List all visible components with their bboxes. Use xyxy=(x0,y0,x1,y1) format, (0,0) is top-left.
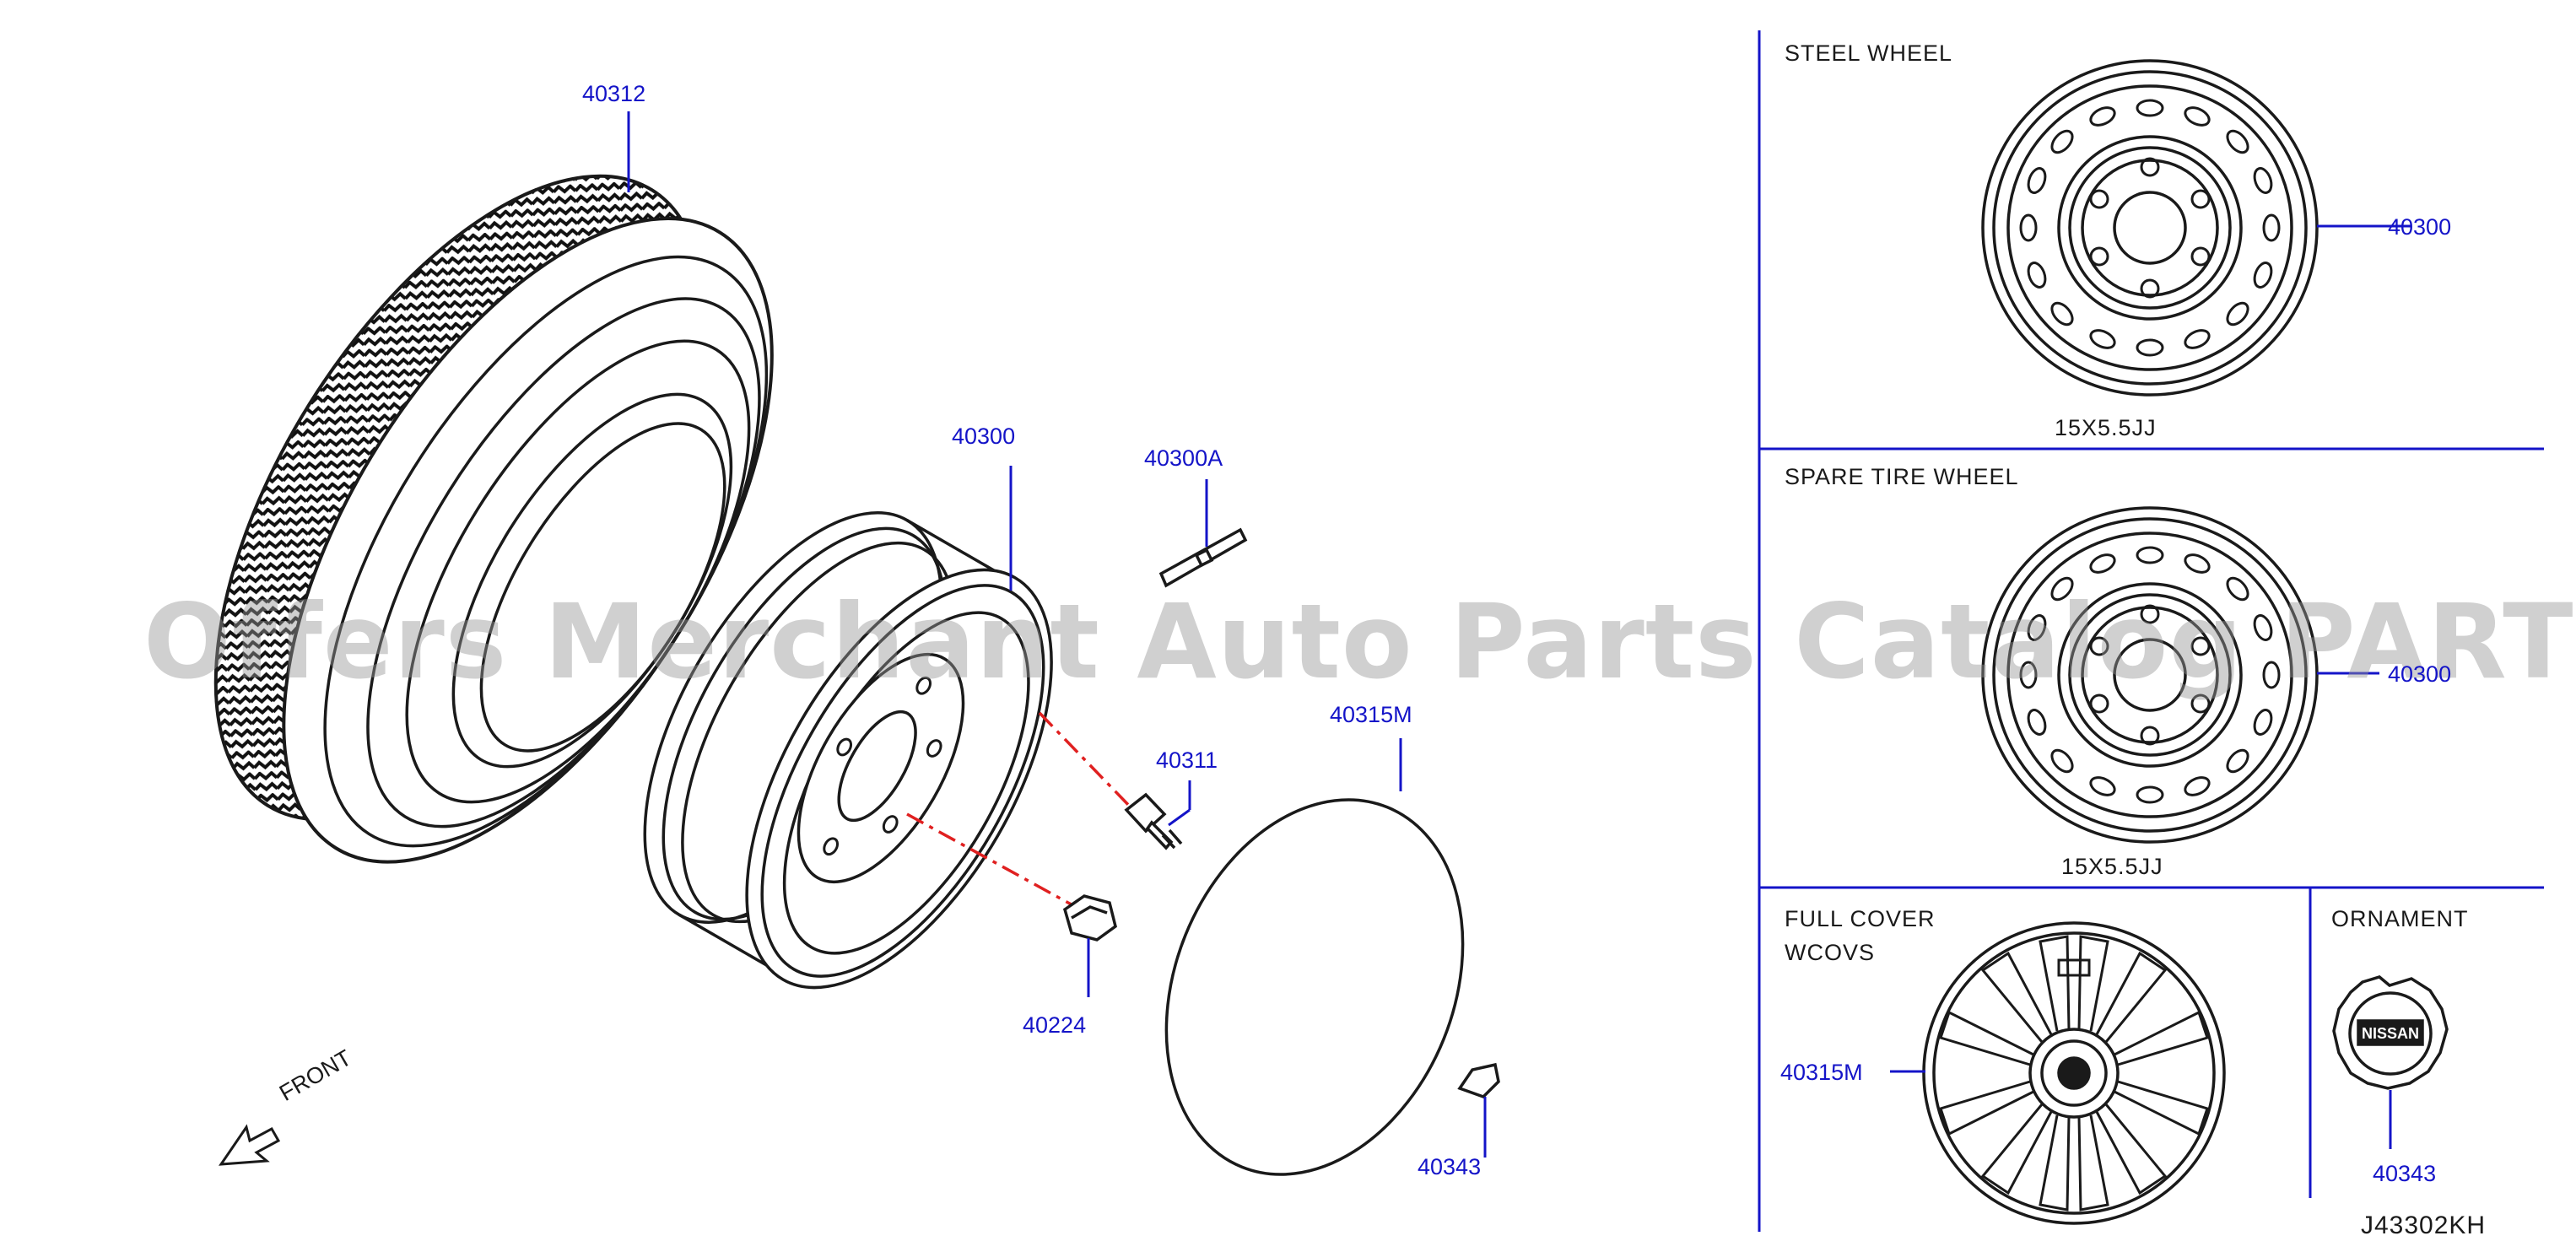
balance-weight-drawing[interactable] xyxy=(1158,527,1248,588)
spare-wheel-title: SPARE TIRE WHEEL xyxy=(1785,464,2019,489)
arrow-front-icon xyxy=(219,1124,281,1166)
callout-40300-wheel[interactable]: 40300 xyxy=(952,424,1016,449)
callout-40300a[interactable]: 40300A xyxy=(1144,445,1223,471)
wheel-bolt-holes xyxy=(823,676,942,856)
full-cover-callout[interactable]: 40315M xyxy=(1780,1060,1863,1085)
callout-40224[interactable]: 40224 xyxy=(1023,1012,1087,1038)
steel-wheel-title: STEEL WHEEL xyxy=(1785,40,1953,66)
full-cover-title: FULL COVER xyxy=(1785,906,1936,931)
ornament-drawing[interactable] xyxy=(1457,1062,1500,1099)
callout-40315m[interactable]: 40315M xyxy=(1330,702,1412,727)
svg-text:NISSAN: NISSAN xyxy=(2362,1025,2419,1042)
callout-40343[interactable]: 40343 xyxy=(1418,1154,1482,1179)
ornament-detail-drawing[interactable]: NISSAN xyxy=(2332,975,2449,1090)
tire-drawing[interactable] xyxy=(117,96,870,942)
ornament-callout[interactable]: 40343 xyxy=(2373,1161,2437,1186)
steel-wheel-size: 15X5.5JJ xyxy=(2055,415,2157,440)
ornament-title: ORNAMENT xyxy=(2331,906,2469,931)
panel-dividers xyxy=(1758,30,2544,1232)
full-cover-drawing[interactable] xyxy=(1922,921,2226,1225)
valve-leader-2 xyxy=(1168,808,1191,827)
callout-40311[interactable]: 40311 xyxy=(1156,747,1218,773)
valve-drawing[interactable] xyxy=(1124,792,1183,850)
callout-40312[interactable]: 40312 xyxy=(582,81,646,106)
wheel-cover-drawing[interactable] xyxy=(1113,755,1516,1219)
nut-drawing[interactable] xyxy=(1062,894,1117,942)
wheel-drawing[interactable] xyxy=(582,461,1114,1036)
steel-wheel-callout[interactable]: 40300 xyxy=(2388,214,2452,240)
spare-wheel-callout[interactable]: 40300 xyxy=(2388,661,2452,687)
full-cover-subtitle: WCOVS xyxy=(1785,940,1876,965)
assembly-lines xyxy=(906,711,1137,909)
spare-wheel-drawing[interactable] xyxy=(1981,506,2319,844)
spare-wheel-size: 15X5.5JJ xyxy=(2061,854,2163,879)
steel-wheel-drawing[interactable] xyxy=(1981,59,2319,397)
diagram-code: J43302KH xyxy=(2361,1212,2487,1239)
